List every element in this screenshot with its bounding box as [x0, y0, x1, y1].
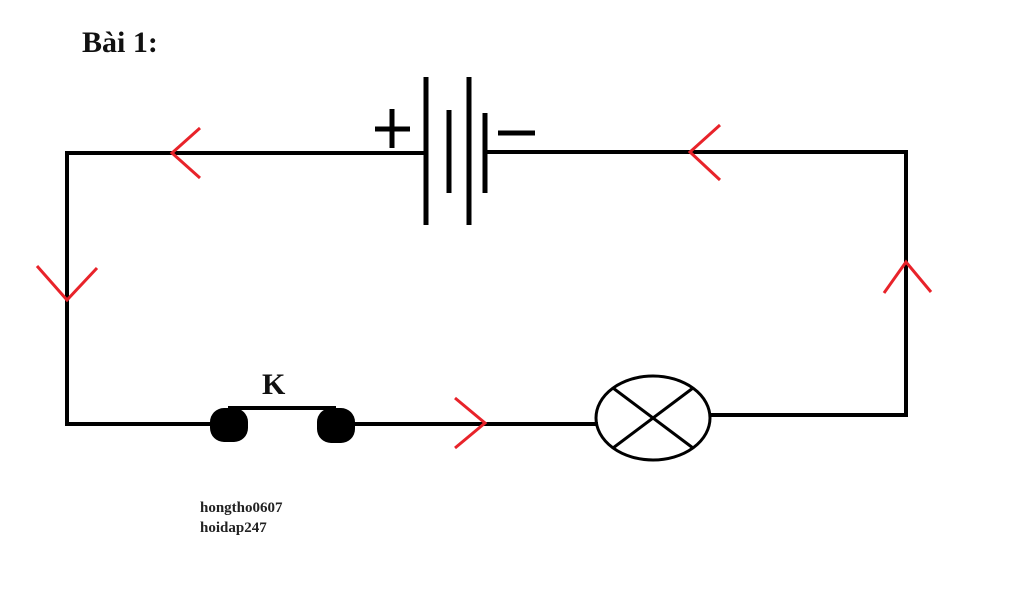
- arrow-right-icon: [454, 396, 488, 450]
- battery: [423, 77, 488, 225]
- arrow-up-icon: [882, 259, 933, 294]
- watermark-line-1: hongtho0607: [200, 500, 283, 516]
- lamp: [594, 374, 712, 462]
- switch-contact-left: [210, 408, 248, 442]
- wire-top-left: [65, 151, 426, 426]
- current-arrows: [35, 123, 933, 450]
- arrow-left-icon: [687, 123, 722, 182]
- switch-k: [210, 406, 355, 443]
- watermark-line-2: hoidap247: [200, 520, 267, 536]
- arrow-left-icon: [169, 126, 201, 180]
- exercise-title: Bài 1:: [82, 26, 158, 59]
- wire-top-right: [486, 150, 908, 417]
- plus-sign: [375, 109, 410, 148]
- switch-contact-right: [317, 408, 355, 443]
- switch-label: K: [262, 368, 286, 401]
- wires: [65, 150, 908, 426]
- arrow-down-icon: [35, 265, 99, 303]
